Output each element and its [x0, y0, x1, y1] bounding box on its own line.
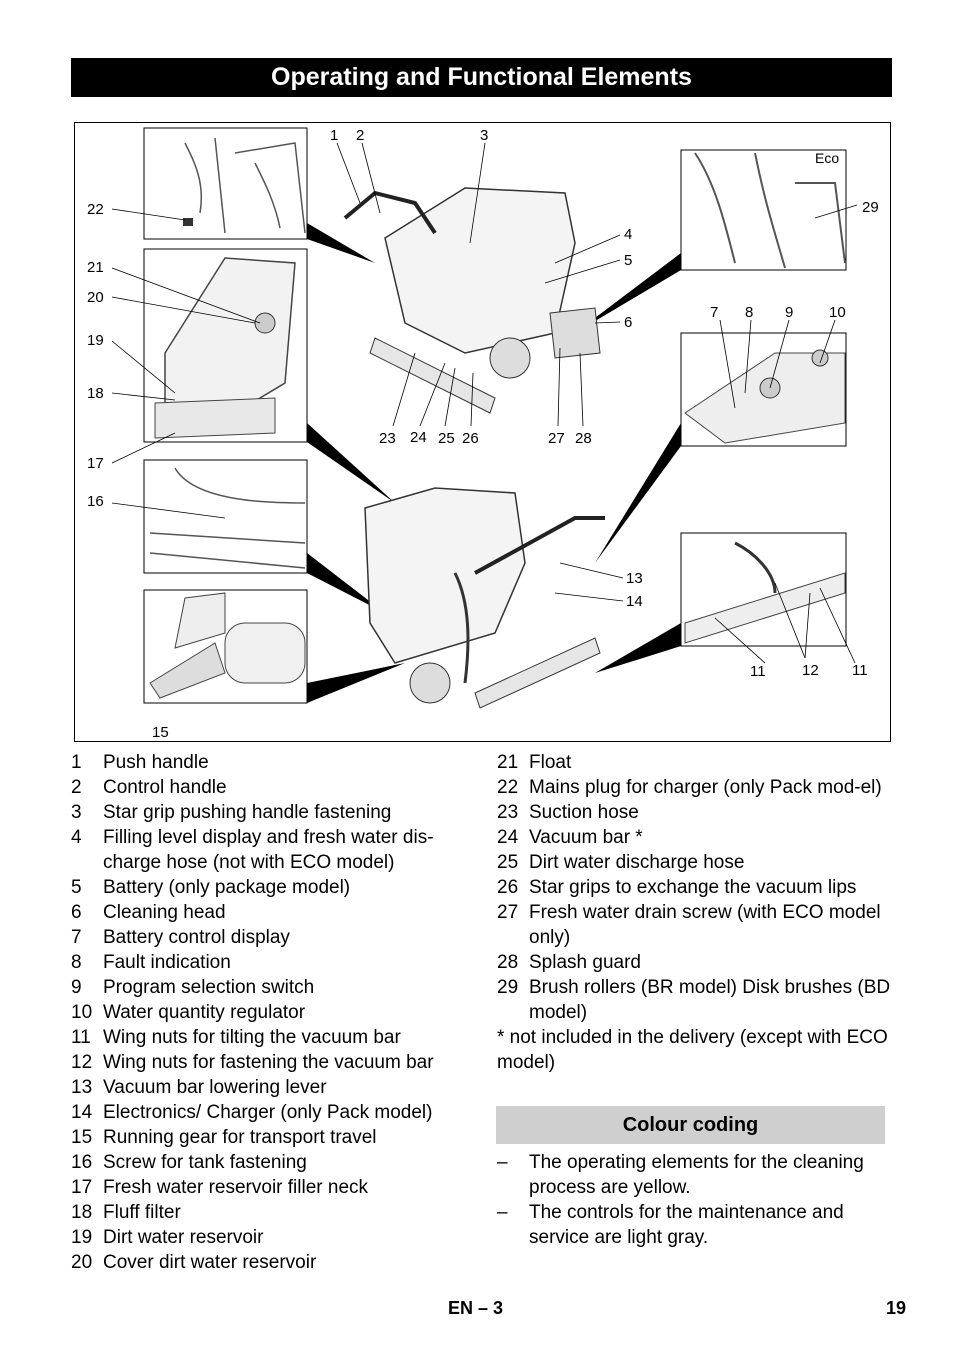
callout-9: 9 [785, 304, 793, 321]
callout-12: 12 [802, 662, 819, 679]
callout-22: 22 [87, 201, 104, 218]
callout-23: 23 [379, 430, 396, 447]
callout-6: 6 [624, 314, 632, 331]
callout-17: 17 [87, 455, 104, 472]
callout-11a: 11 [750, 663, 766, 680]
footnote: * not included in the delivery (except w… [497, 1027, 888, 1073]
callout-29: 29 [862, 199, 879, 216]
inset-brushes [680, 149, 847, 271]
colour-coding-heading: Colour coding [496, 1106, 885, 1144]
callout-4: 4 [624, 226, 632, 243]
page-title: Operating and Functional Elements [71, 58, 892, 97]
callout-28: 28 [575, 430, 592, 447]
callout-14: 14 [626, 593, 643, 610]
callout-15: 15 [152, 724, 169, 741]
illustration-svg: 1 2 3 4 5 6 7 8 9 10 11 12 11 13 14 15 1… [87, 127, 879, 741]
callout-11b: 11 [852, 662, 868, 679]
page-number: 19 [885, 1298, 906, 1318]
callout-1: 1 [330, 127, 338, 144]
callout-25: 25 [438, 430, 455, 447]
machine-top-body [384, 187, 576, 354]
callout-21: 21 [87, 259, 104, 276]
callout-2: 2 [356, 127, 364, 144]
callout-3: 3 [480, 127, 488, 144]
footer-page-label: EN – 3 [448, 1298, 504, 1318]
callout-16: 16 [87, 493, 104, 510]
inset-mains-plug [143, 127, 308, 240]
list-item: –The controls for the maintenance and se… [497, 1202, 844, 1248]
eco-label: Eco [815, 150, 839, 166]
list-item: –The operating elements for the cleaning… [497, 1152, 864, 1198]
machine-illustration: 1 2 3 4 5 6 7 8 9 10 11 12 11 13 14 15 1… [74, 122, 891, 742]
callout-13: 13 [626, 570, 643, 587]
callout-27: 27 [548, 430, 565, 447]
callout-8: 8 [745, 304, 753, 321]
callout-19: 19 [87, 332, 104, 349]
callout-20: 20 [87, 289, 104, 306]
vacuum-bar-graphic [369, 337, 496, 414]
callout-5: 5 [624, 252, 632, 269]
colour-coding-list: –The operating elements for the cleaning… [497, 1150, 887, 1250]
callout-26: 26 [462, 430, 479, 447]
callout-7: 7 [710, 304, 718, 321]
callout-18: 18 [87, 385, 104, 402]
inset-tank-screw [143, 459, 308, 574]
callout-24: 24 [410, 429, 427, 446]
push-handle-graphic [343, 190, 437, 235]
machine-rear-body [364, 487, 526, 664]
callout-10: 10 [829, 304, 846, 321]
